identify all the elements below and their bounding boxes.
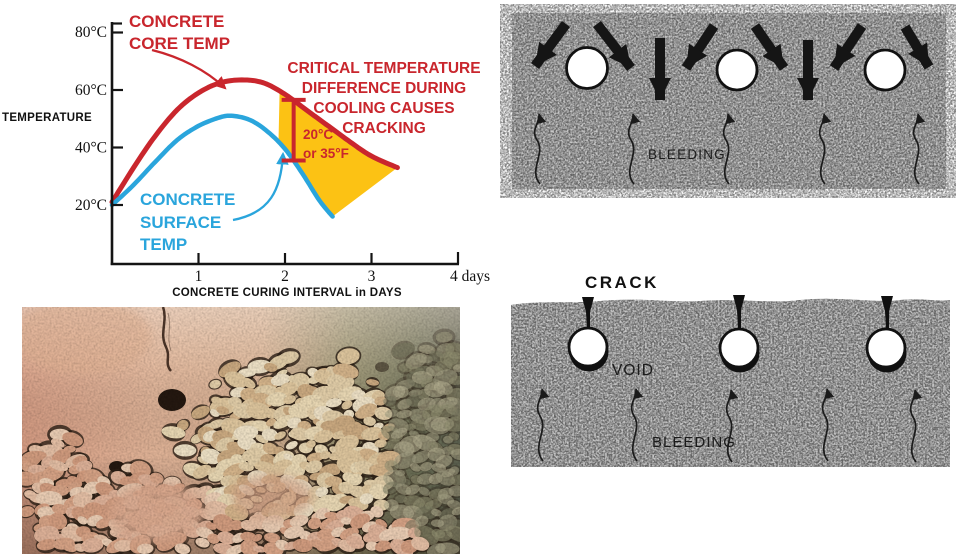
- xtick-2: 2: [281, 268, 289, 285]
- settle-arrow-icon: [829, 23, 867, 71]
- settle-arrow-icon: [900, 24, 934, 70]
- critical-difference-shaded-area: [278, 90, 398, 217]
- concrete-section-top: [512, 13, 946, 189]
- ytick-60: 60°C: [75, 82, 107, 99]
- xtick-4-days: 4 days: [450, 268, 490, 285]
- critical-note: CRITICAL TEMPERATURE DIFFERENCE DURING C…: [287, 60, 480, 137]
- bleeding-label-bottom: BLEEDING: [652, 434, 736, 451]
- crack-wedge-icon: [881, 296, 893, 330]
- xtick-1: 1: [195, 268, 203, 285]
- svg-text:CONCRETE: CONCRETE: [140, 190, 235, 209]
- crack-label: CRACK: [585, 273, 659, 292]
- rebar-with-voids: [567, 326, 907, 373]
- ytick-20: 20°C: [75, 197, 107, 214]
- settle-arrow-icon: [681, 23, 719, 71]
- difference-value-label: 20°C or 35°F: [303, 127, 349, 161]
- svg-text:TEMP: TEMP: [140, 235, 187, 254]
- x-axis-title: CONCRETE CURING INTERVAL in DAYS: [172, 287, 402, 299]
- bleeding-label-top: BLEEDING: [648, 147, 726, 162]
- y-axis-title: TEMPERATURE: [2, 112, 92, 124]
- crack-wedge-icon: [733, 295, 745, 329]
- ytick-80: 80°C: [75, 24, 107, 41]
- honeycombed-concrete-photo: [22, 307, 460, 554]
- core-temp-curve: [109, 77, 400, 205]
- rebar-circle: [715, 48, 759, 92]
- axis-ticks: [112, 22, 460, 264]
- ytick-40: 40°C: [75, 140, 107, 157]
- svg-text:CRITICAL TEMPERATURE: CRITICAL TEMPERATURE: [287, 60, 480, 77]
- crack-void-diagram: CRACK VOID: [511, 273, 950, 467]
- rebar-circles-top: [565, 46, 907, 92]
- rebar-circle: [863, 48, 907, 92]
- concrete-section-bottom: [511, 298, 950, 467]
- temperature-chart: 80°C 60°C 40°C 20°C 1 2 3 4 days TEMPERA…: [2, 12, 490, 299]
- settlement-bleeding-diagram: BLEEDING: [512, 13, 946, 189]
- rebar-circle: [865, 327, 907, 369]
- xtick-3: 3: [368, 268, 376, 285]
- svg-text:20°C: 20°C: [303, 127, 333, 142]
- svg-text:CONCRETE: CONCRETE: [129, 12, 224, 31]
- rebar-circle: [718, 327, 760, 369]
- core-callout-arrow: [151, 48, 227, 90]
- surface-temp-curve: [109, 113, 335, 219]
- difference-bar: [281, 97, 306, 163]
- svg-text:CORE TEMP: CORE TEMP: [129, 34, 230, 53]
- svg-text:SURFACE: SURFACE: [140, 213, 221, 232]
- svg-text:COOLING CAUSES: COOLING CAUSES: [313, 100, 454, 117]
- settle-arrow-icon: [530, 21, 571, 69]
- surface-temp-label: CONCRETE SURFACE TEMP: [140, 190, 235, 254]
- settle-arrow-icon: [593, 20, 635, 72]
- core-temp-label: CONCRETE CORE TEMP: [129, 12, 230, 53]
- void-label: VOID: [612, 362, 654, 379]
- svg-text:or 35°F: or 35°F: [303, 146, 349, 161]
- settlement-arrows: [530, 20, 934, 100]
- crack-wedge-icon: [582, 297, 594, 329]
- rebar-circle: [565, 46, 609, 90]
- surface-callout-arrow: [232, 151, 289, 222]
- rebar-circle: [567, 326, 609, 368]
- settle-arrow-icon: [750, 23, 789, 71]
- crack-wedges: [582, 295, 893, 330]
- svg-text:DIFFERENCE DURING: DIFFERENCE DURING: [302, 80, 466, 97]
- svg-text:CRACKING: CRACKING: [342, 120, 426, 137]
